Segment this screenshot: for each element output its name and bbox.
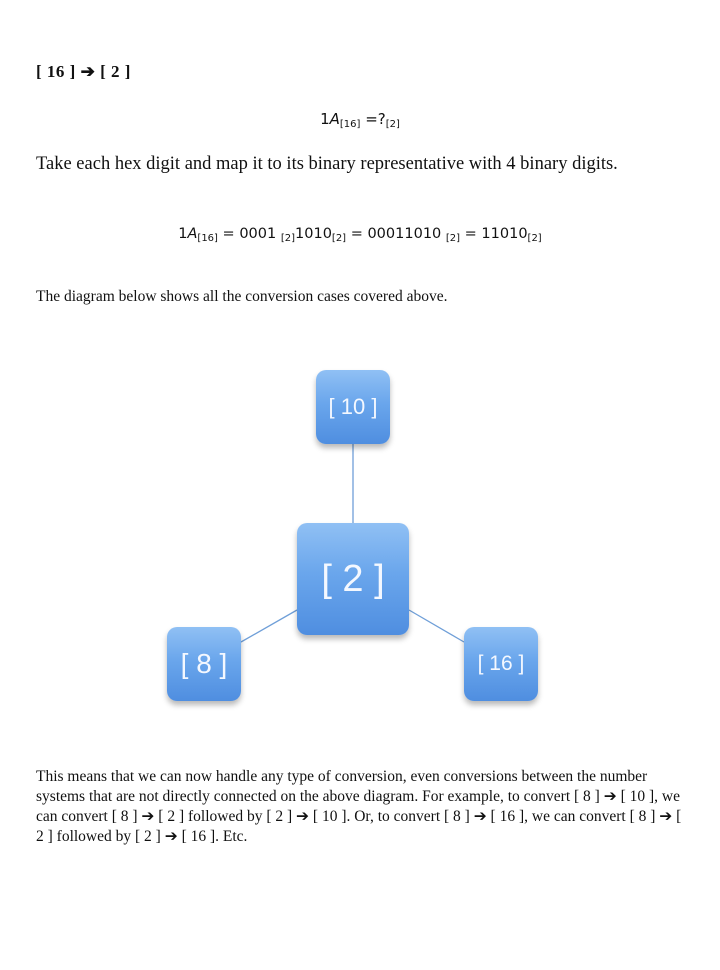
connector-2-to-16 — [408, 609, 465, 643]
node-base-16: [ 16 ] — [464, 627, 538, 701]
eq1-lhs-italic: A — [329, 110, 340, 128]
eq1-lhs: 1 — [320, 110, 330, 128]
node-base-8: [ 8 ] — [167, 627, 241, 701]
node-base-10: [ 10 ] — [316, 370, 390, 444]
eq2-part5-base: [2] — [527, 233, 542, 244]
eq2-part4-base: [2] — [445, 233, 461, 244]
explanation-paragraph: Take each hex digit and map it to its bi… — [36, 154, 618, 174]
conversion-result-equation: 1A[16] = 0001 [2]1010[2] = 00011010 [2] … — [0, 226, 720, 244]
eq2-part2: = 0001 — [217, 226, 281, 242]
eq2-part3-base: [2] — [331, 233, 347, 244]
eq2-part2-base: [2] — [280, 233, 296, 244]
eq2-part5: = 11010 — [460, 226, 528, 242]
eq2-part1-italic: A — [187, 226, 198, 242]
node-base-2: [ 2 ] — [297, 523, 409, 635]
diagram-intro-paragraph: The diagram below shows all the conversi… — [36, 288, 448, 305]
diagram-connectors — [240, 444, 465, 643]
conclusion-paragraph: This means that we can now handle any ty… — [36, 768, 682, 845]
conversion-question-equation: 1A[16] =?[2] — [0, 110, 720, 130]
conversion-diagram: [ 10 ] [ 2 ] [ 8 ] [ 16 ] — [0, 340, 720, 740]
eq2-part4: = 00011010 — [346, 226, 446, 242]
section-heading: [ 16 ] ➔ [ 2 ] — [36, 62, 131, 81]
eq2-part1: 1 — [178, 226, 188, 242]
connector-2-to-8 — [240, 609, 298, 643]
eq2-part3: 1010 — [295, 226, 332, 242]
eq2-part1-base: [16] — [197, 233, 218, 244]
eq1-rhs-base: [2] — [385, 119, 400, 130]
eq1-rhs: =? — [365, 110, 386, 128]
eq1-lhs-base: [16] — [339, 119, 361, 130]
